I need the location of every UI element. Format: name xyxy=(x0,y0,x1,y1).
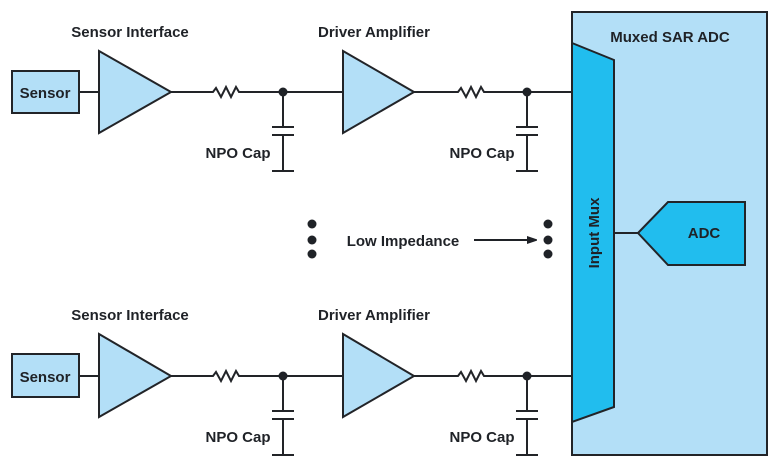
npo-cap-2 xyxy=(516,376,538,456)
npo-cap-label: NPO Cap xyxy=(449,429,514,446)
ellipsis-dot xyxy=(307,235,317,245)
npo-cap-label: NPO Cap xyxy=(205,429,270,446)
driver-amplifier xyxy=(342,49,416,135)
sensor-interface-label: Sensor Interface xyxy=(71,24,189,41)
sensor-box xyxy=(11,70,80,114)
sensor-box xyxy=(11,353,80,398)
ellipsis-dot xyxy=(307,249,317,259)
ellipsis-dot xyxy=(543,249,553,259)
npo-cap-label: NPO Cap xyxy=(205,145,270,162)
sensor-label: Sensor xyxy=(20,369,71,386)
low-impedance-label: Low Impedance xyxy=(347,233,460,250)
channel-1: Sensor Interface Driver Amplifier Sensor… xyxy=(11,24,572,172)
low-impedance-annotation: Low Impedance xyxy=(307,219,553,259)
input-mux-label: Input Mux xyxy=(586,197,603,268)
resistor-1 xyxy=(171,84,343,100)
driver-amplifier-label: Driver Amplifier xyxy=(318,24,430,41)
ellipsis-dot xyxy=(307,219,317,229)
npo-cap-label: NPO Cap xyxy=(449,145,514,162)
resistor-2 xyxy=(414,84,572,100)
channel-2: Sensor Interface Driver Amplifier Sensor… xyxy=(11,307,572,456)
driver-amplifier-label: Driver Amplifier xyxy=(318,307,430,324)
adc-core xyxy=(636,201,746,266)
npo-cap-1 xyxy=(272,376,294,456)
adc-block-title: Muxed SAR ADC xyxy=(610,29,730,46)
ellipsis-dot xyxy=(543,219,553,229)
driver-amplifier xyxy=(342,332,416,419)
npo-cap-1 xyxy=(272,92,294,172)
sensor-interface-amplifier xyxy=(98,332,174,419)
sensor-interface-amplifier xyxy=(98,49,174,135)
resistor-1 xyxy=(171,368,343,384)
ellipsis-dot xyxy=(543,235,553,245)
resistor-2 xyxy=(414,368,572,384)
input-mux xyxy=(571,41,615,424)
npo-cap-2 xyxy=(516,92,538,172)
sensor-label: Sensor xyxy=(20,85,71,102)
sensor-interface-label: Sensor Interface xyxy=(71,307,189,324)
adc-label: ADC xyxy=(688,225,721,242)
muxed-sar-adc-block: Muxed SAR ADC Input Mux ADC xyxy=(571,11,768,456)
